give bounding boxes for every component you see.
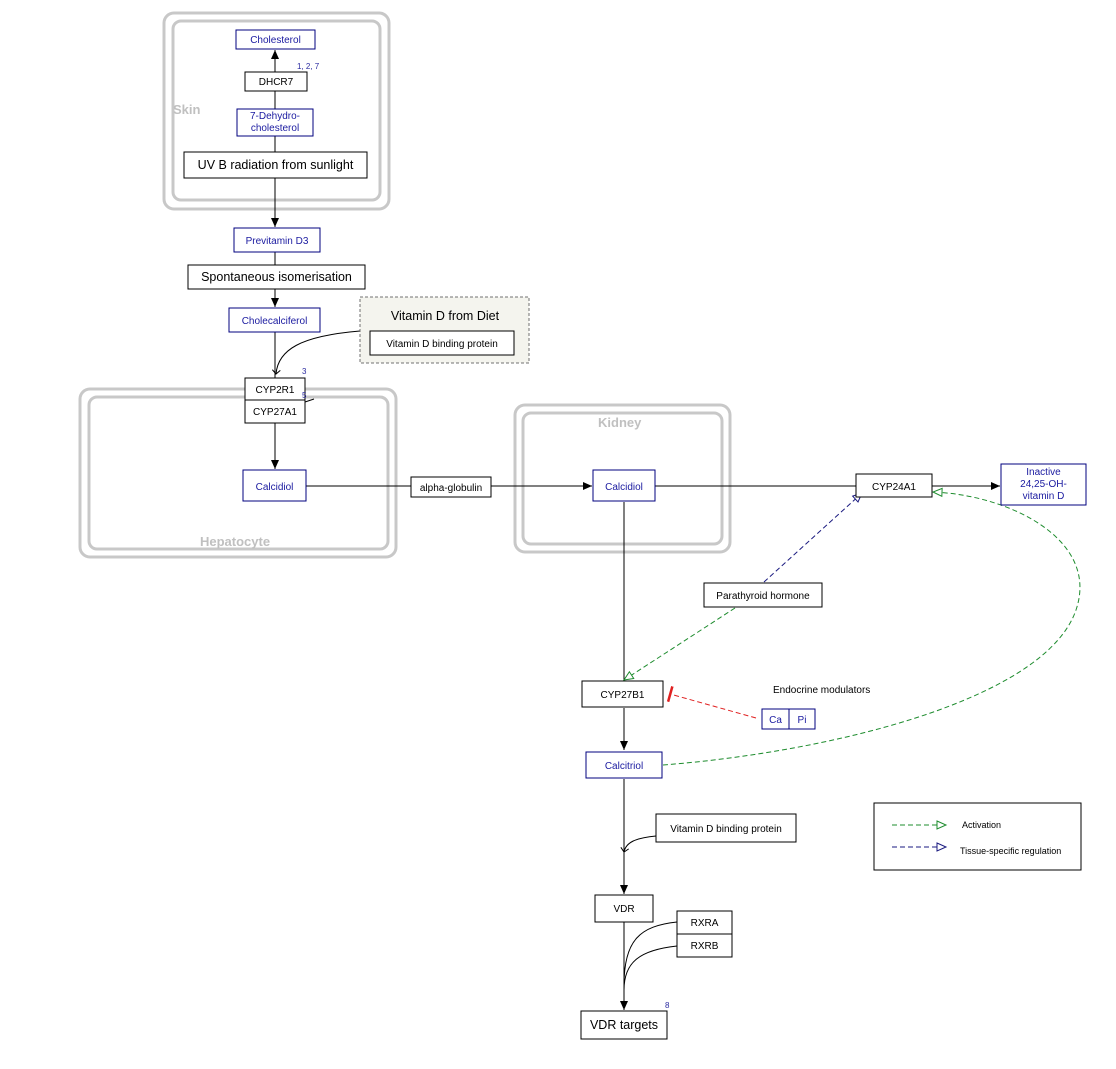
node-calcitriol-label: Calcitriol xyxy=(605,761,643,772)
node-dhcr7-label: DHCR7 xyxy=(259,77,294,88)
edge-calcitriol-cyp24a1 xyxy=(662,487,1081,766)
edge-vdbp-binding xyxy=(620,835,657,853)
ref-dhcr7: 1, 2, 7 xyxy=(297,62,320,71)
edge-diet-binding xyxy=(271,330,361,375)
node-inactive-vitamin-d[interactable]: Inactive 24,25-OH- vitamin D xyxy=(1000,463,1087,506)
label-endocrine-modulators: Endocrine modulators xyxy=(773,685,870,696)
node-rxrb-label: RXRB xyxy=(691,941,719,952)
node-cholesterol-label: Cholesterol xyxy=(250,35,301,46)
node-uvb-radiation[interactable]: UV B radiation from sunlight xyxy=(183,151,368,179)
node-calcitriol[interactable]: Calcitriol xyxy=(585,751,663,779)
node-7-dehydrocholesterol[interactable]: 7-Dehydro- cholesterol xyxy=(236,108,314,137)
node-inactive-label-2: 24,25-OH- xyxy=(1020,479,1067,490)
ref-cyp27a1: 5 xyxy=(302,391,307,400)
node-cyp24a1[interactable]: CYP24A1 xyxy=(855,473,933,498)
node-ca[interactable]: Ca xyxy=(761,708,790,730)
legend-activation-label: Activation xyxy=(962,820,1001,830)
node-vdr-targets[interactable]: VDR targets xyxy=(580,1010,668,1040)
node-pi-label: Pi xyxy=(798,715,807,726)
node-vdr-label: VDR xyxy=(613,904,634,915)
compartment-skin: Skin xyxy=(162,11,391,211)
node-7-dehydrocholesterol-label-1: 7-Dehydro- xyxy=(250,111,300,122)
node-calcidiol-kidney[interactable]: Calcidiol xyxy=(592,469,656,502)
node-cyp27b1[interactable]: CYP27B1 xyxy=(581,680,664,708)
group-vitamin-d-diet-label: Vitamin D from Diet xyxy=(391,309,500,323)
node-vdbp-blood[interactable]: Vitamin D binding protein xyxy=(655,813,797,843)
node-parathyroid-hormone[interactable]: Parathyroid hormone xyxy=(703,582,823,608)
node-dhcr7[interactable]: DHCR7 xyxy=(244,71,308,92)
node-alpha-globulin-label: alpha-globulin xyxy=(420,483,482,494)
edge-capi-cyp27b1 xyxy=(666,686,757,719)
node-vdbp-diet-label: Vitamin D binding protein xyxy=(386,339,498,350)
node-cyp27a1-label: CYP27A1 xyxy=(253,407,297,418)
node-cholecalciferol-label: Cholecalciferol xyxy=(242,316,308,327)
ref-cyp2r1: 3 xyxy=(302,367,307,376)
node-calcidiol-kidney-label: Calcidiol xyxy=(605,482,643,493)
compartment-hepatocyte-label: Hepatocyte xyxy=(200,534,270,549)
node-cyp2r1-label: CYP2R1 xyxy=(256,385,295,396)
node-rxra[interactable]: RXRA xyxy=(676,910,733,935)
group-vitamin-d-diet[interactable]: Vitamin D from Diet Vitamin D binding pr… xyxy=(359,296,530,364)
node-uvb-radiation-label: UV B radiation from sunlight xyxy=(198,158,354,172)
node-cholecalciferol[interactable]: Cholecalciferol xyxy=(228,307,321,333)
node-spontaneous-isomerisation-label: Spontaneous isomerisation xyxy=(201,270,352,284)
compartment-skin-label: Skin xyxy=(173,102,201,117)
node-vdr[interactable]: VDR xyxy=(594,894,654,923)
node-parathyroid-hormone-label: Parathyroid hormone xyxy=(716,591,810,602)
legend-tissue-label: Tissue-specific regulation xyxy=(960,846,1061,856)
node-calcidiol-liver-label: Calcidiol xyxy=(256,482,294,493)
edge-pth-cyp24a1 xyxy=(763,492,863,583)
node-cyp27a1[interactable]: CYP27A1 xyxy=(244,399,306,424)
edge-rxrb-binding xyxy=(623,945,678,991)
ref-vdr-targets: 8 xyxy=(665,1001,670,1010)
node-previtamin-d3-label: Previtamin D3 xyxy=(246,236,309,247)
node-rxrb[interactable]: RXRB xyxy=(676,933,733,958)
node-calcidiol-liver[interactable]: Calcidiol xyxy=(242,469,307,502)
ref-cyp27a1-tick xyxy=(304,398,315,403)
node-vdbp-blood-label: Vitamin D binding protein xyxy=(670,824,782,835)
node-cyp27b1-label: CYP27B1 xyxy=(601,690,645,701)
edge-pth-cyp27b1 xyxy=(622,607,736,681)
node-7-dehydrocholesterol-label-2: cholesterol xyxy=(251,123,299,134)
node-ca-label: Ca xyxy=(769,715,782,726)
legend: Activation Tissue-specific regulation xyxy=(873,802,1082,871)
node-spontaneous-isomerisation[interactable]: Spontaneous isomerisation xyxy=(187,264,366,290)
node-cholesterol[interactable]: Cholesterol xyxy=(235,29,316,50)
compartment-kidney: Kidney xyxy=(513,403,732,554)
node-alpha-globulin[interactable]: alpha-globulin xyxy=(410,476,492,498)
compartment-hepatocyte: Hepatocyte xyxy=(78,387,398,559)
node-rxra-label: RXRA xyxy=(691,918,719,929)
node-previtamin-d3[interactable]: Previtamin D3 xyxy=(233,227,321,253)
edge-rxra-binding xyxy=(623,921,678,986)
node-cyp24a1-label: CYP24A1 xyxy=(872,482,916,493)
node-cyp2r1[interactable]: CYP2R1 xyxy=(244,377,306,401)
node-inactive-label-1: Inactive xyxy=(1026,467,1061,478)
node-vdr-targets-label: VDR targets xyxy=(590,1018,658,1032)
node-pi[interactable]: Pi xyxy=(788,708,816,730)
compartment-kidney-label: Kidney xyxy=(598,415,642,430)
node-inactive-label-3: vitamin D xyxy=(1023,491,1065,502)
